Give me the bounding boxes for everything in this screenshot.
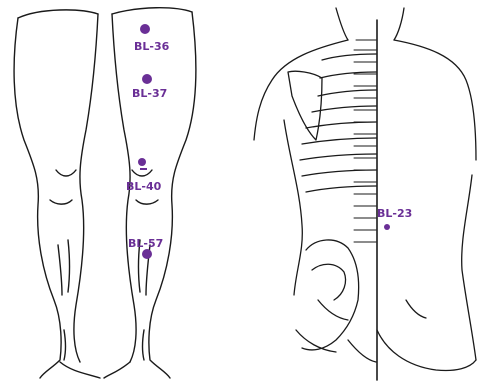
- bl57-label: BL-57: [128, 237, 163, 250]
- torso-left-outline: [284, 120, 302, 295]
- torso-right-outline: [462, 175, 476, 360]
- legs-outline-drawing: BL-36 BL-37 BL-40 BL-57: [0, 0, 232, 381]
- bl23-label: BL-23: [377, 207, 412, 220]
- torso-outline-drawing: BL-23: [236, 0, 494, 381]
- bl57-point-marker: [142, 249, 152, 259]
- bl36-label: BL-36: [134, 40, 170, 53]
- legs-posterior-diagram: BL-36 BL-37 BL-40 BL-57: [0, 0, 232, 381]
- bl37-point-marker: [142, 74, 152, 84]
- bl36-point-marker: [140, 24, 150, 34]
- back-torso-diagram: BL-23: [236, 0, 494, 381]
- bl23-point-marker: [384, 224, 390, 230]
- bl40-point-marker: [138, 158, 146, 166]
- left-leg-outline: [14, 18, 61, 378]
- bl40-label: BL-40: [126, 180, 162, 193]
- pelvis-outline: [302, 240, 359, 350]
- bl37-label: BL-37: [132, 87, 167, 100]
